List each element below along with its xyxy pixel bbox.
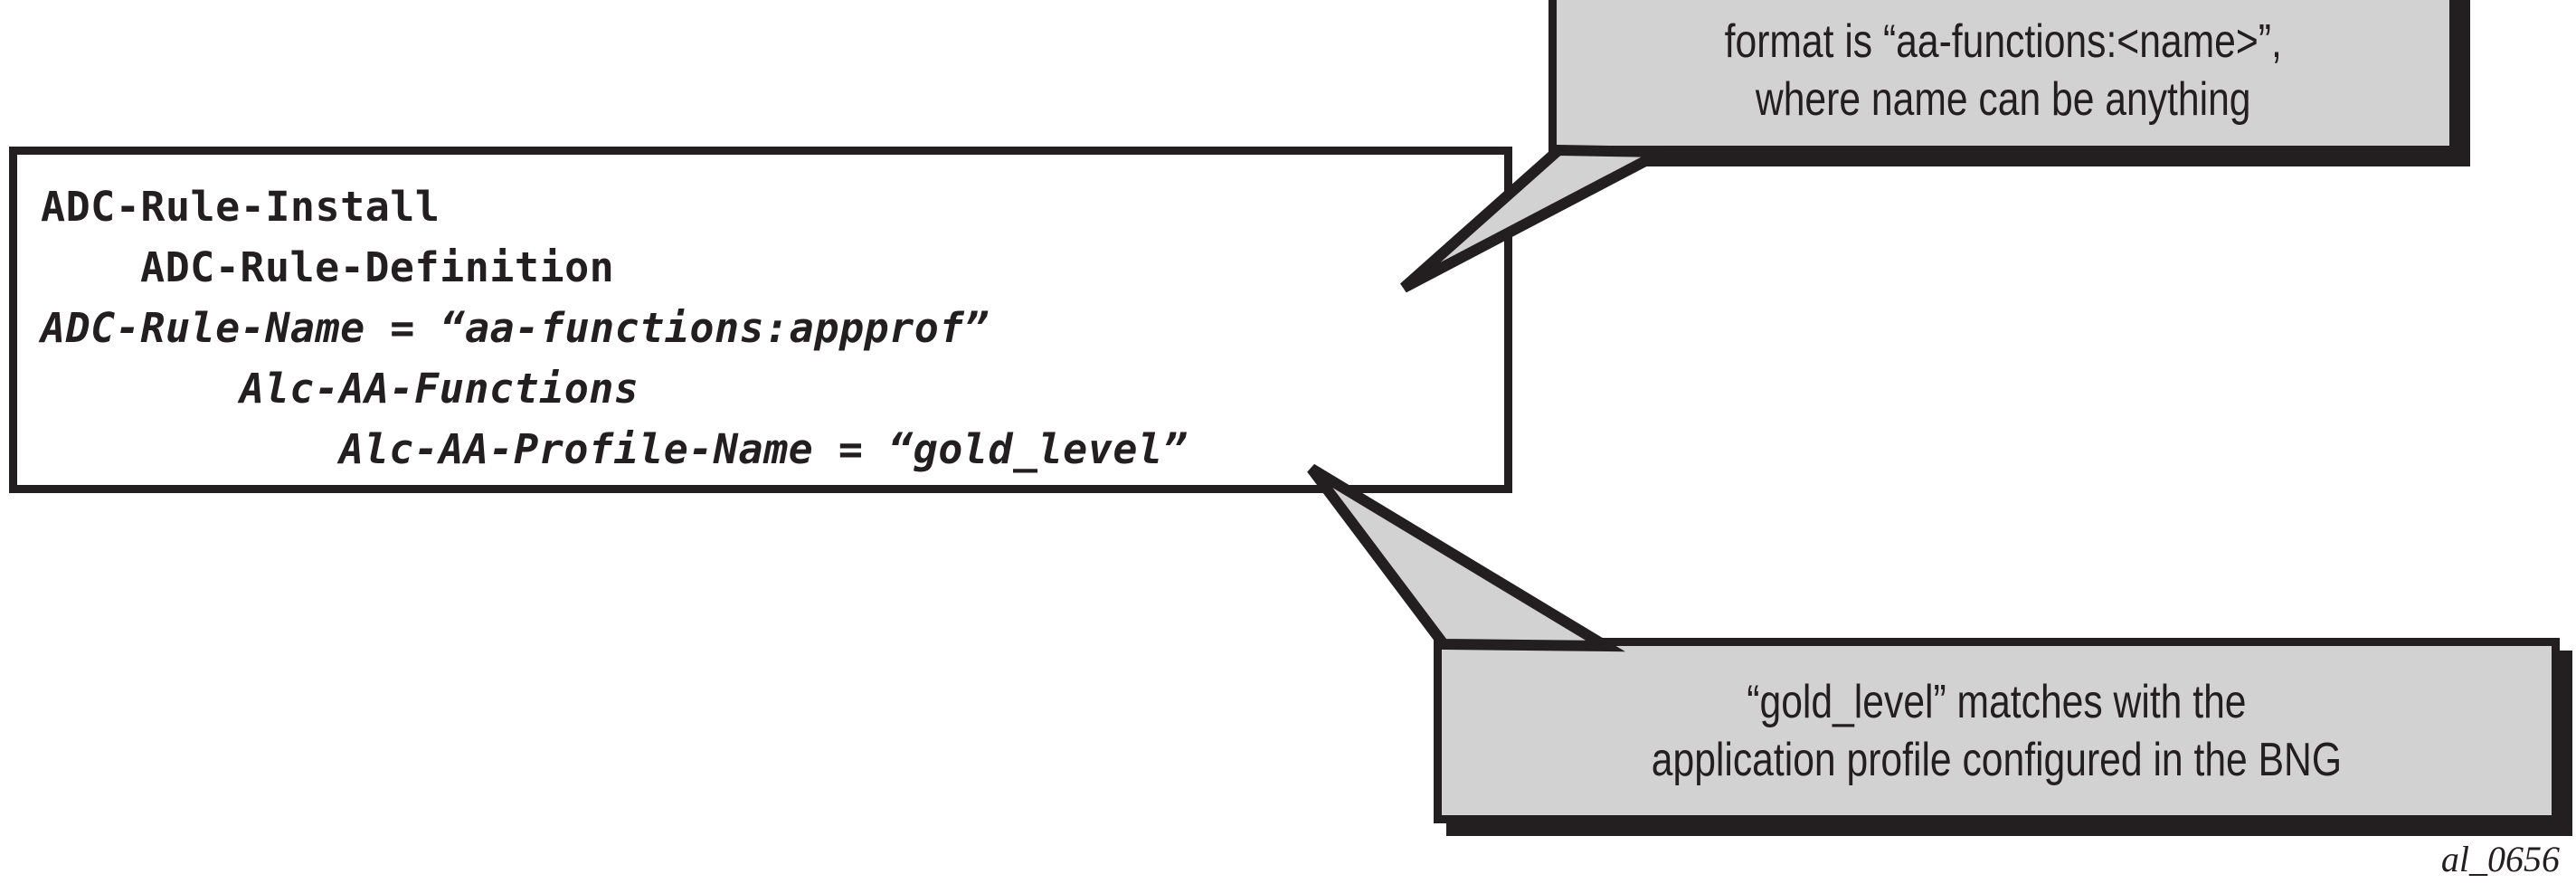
code-line-alc-aa-profile-name: Alc-AA-Profile-Name = “gold_level” <box>339 425 1189 473</box>
pointer-tail-gold-level-note <box>1307 463 1625 652</box>
code-listing: ADC-Rule-Install ADC-Rule-Definition ADC… <box>41 176 1188 480</box>
code-line-adc-rule-name: ADC-Rule-Name = “aa-functions:appprof” <box>41 304 990 352</box>
code-line-adc-rule-install: ADC-Rule-Install <box>41 183 440 231</box>
callout-gold-level-note-text: “gold_level” matches with the applicatio… <box>1651 675 2343 786</box>
callout-format-note-text: format is “aa-functions:<name>”, where n… <box>1724 15 2282 126</box>
code-line-alc-aa-functions: Alc-AA-Functions <box>240 365 639 413</box>
callout-gold-level-note: “gold_level” matches with the applicatio… <box>1434 638 2560 823</box>
figure-id-label: al_0656 <box>2440 839 2560 879</box>
callout-format-note: format is “aa-functions:<name>”, where n… <box>1548 0 2458 154</box>
code-line-adc-rule-definition: ADC-Rule-Definition <box>140 243 615 291</box>
code-box: ADC-Rule-Install ADC-Rule-Definition ADC… <box>9 147 1512 493</box>
